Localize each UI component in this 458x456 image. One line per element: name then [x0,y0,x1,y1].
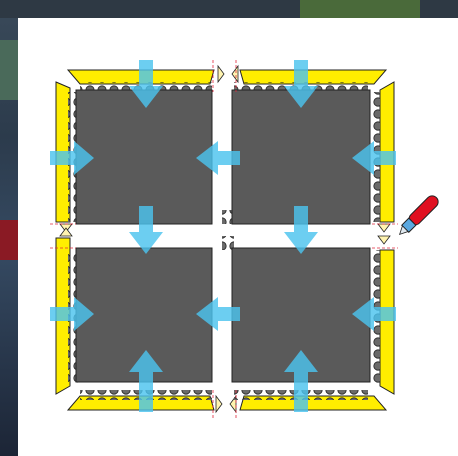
tile-top-left [76,90,212,224]
tile-top-right [232,90,370,224]
corner-piece [216,396,222,412]
corner-piece [232,66,238,82]
utility-knife-icon [395,193,440,238]
corner-piece [378,224,390,232]
corner-piece [218,66,224,82]
corner-piece [378,236,390,244]
ramp-right-bottom [380,250,394,394]
corner-piece [60,228,72,236]
ramp-top-right [240,70,386,84]
